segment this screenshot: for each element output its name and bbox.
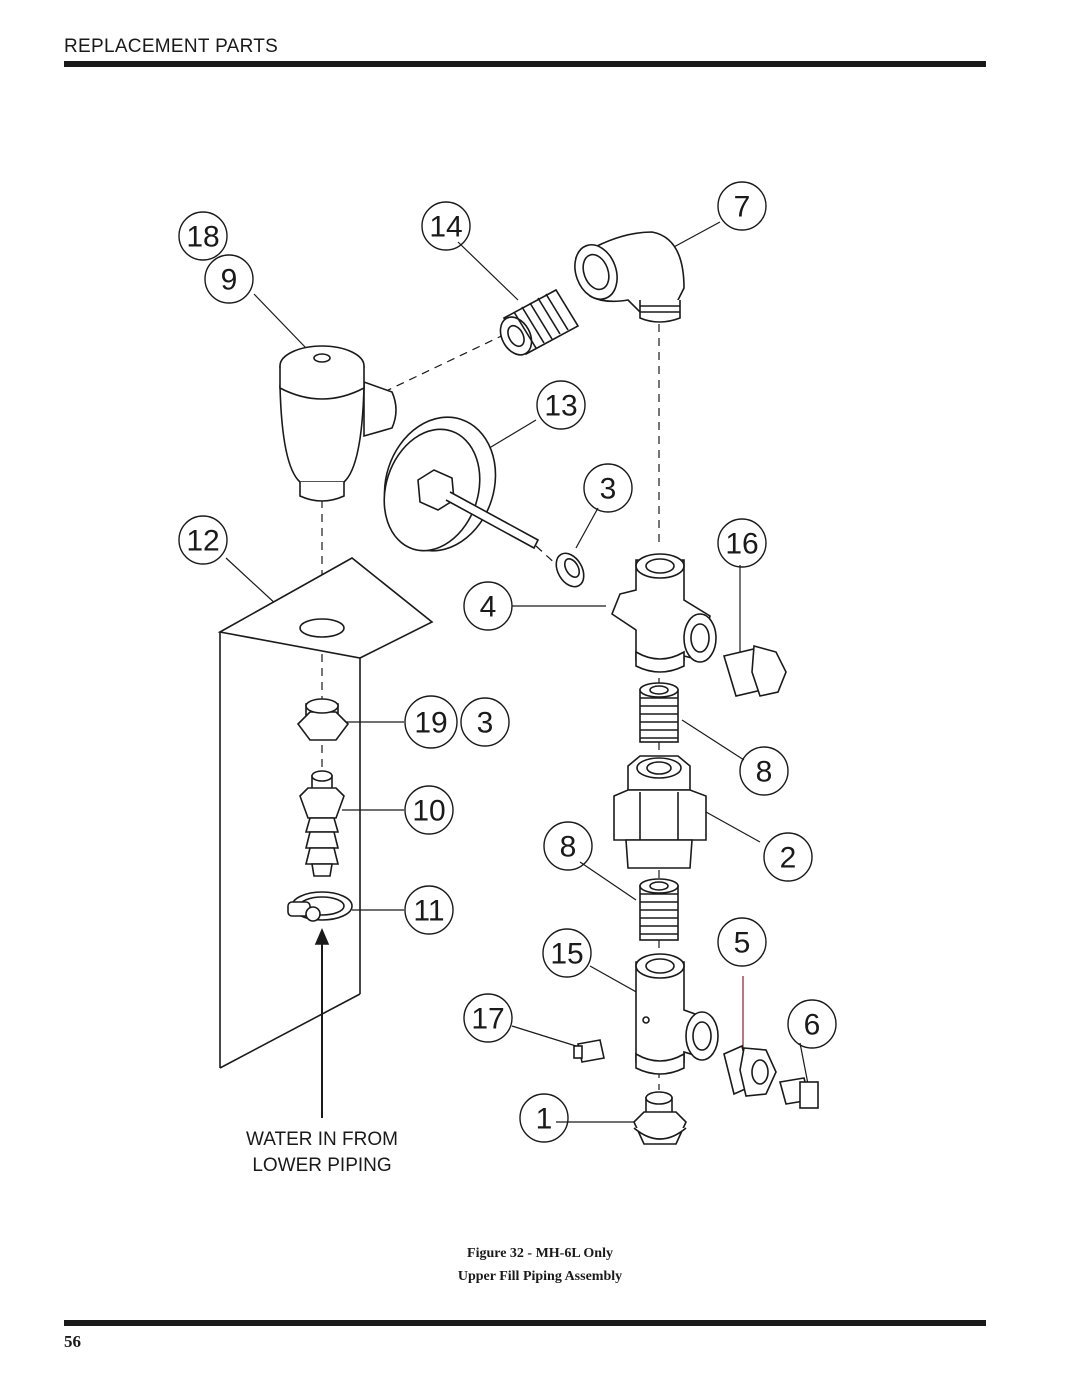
figure-caption-line2: Upper Fill Piping Assembly: [457, 1269, 623, 1284]
elbow-7: [574, 231, 685, 323]
callout-17: 17: [471, 1003, 504, 1036]
section-title: REPLACEMENT PARTS: [64, 36, 279, 57]
nipple-8-upper: [639, 682, 679, 743]
tee-15: [635, 953, 719, 1075]
water-label: WATER IN FROM LOWER PIPING: [246, 1129, 398, 1176]
callout-9: 9: [221, 264, 238, 297]
water-label-line1: WATER IN FROM: [246, 1129, 398, 1150]
escutcheon-13: [383, 416, 540, 552]
nipple-8-lower: [639, 878, 679, 941]
plug-16: [722, 644, 787, 697]
barb-fitting-10: [299, 770, 345, 877]
hex-fitting-19: [296, 698, 350, 741]
callout-18: 18: [186, 221, 219, 254]
water-arrow: [314, 927, 330, 1118]
callout-7: 7: [734, 191, 751, 224]
leader-lines: [225, 221, 809, 1123]
callout-5: 5: [734, 927, 751, 960]
page-number: 56: [64, 1332, 81, 1351]
callout-13: 13: [544, 390, 577, 423]
callout-8: 8: [756, 756, 773, 789]
plug-6: [778, 1077, 819, 1109]
callout-19: 19: [414, 707, 447, 740]
callout-6: 6: [804, 1009, 821, 1042]
callout-10: 10: [412, 795, 445, 828]
hose-clamp-11: [287, 891, 353, 922]
bushing-3: [555, 552, 585, 588]
callout-1: 1: [536, 1103, 553, 1136]
screw-17: [573, 1039, 605, 1063]
bracket-plate: [217, 557, 434, 1069]
nipple-14: [499, 288, 580, 356]
union-2: [613, 755, 707, 869]
callout-3b: 3: [477, 707, 494, 740]
callout-8b: 8: [560, 831, 577, 864]
callout-12: 12: [186, 525, 219, 558]
header-rule: [64, 61, 986, 67]
callout-2: 2: [780, 842, 797, 875]
valve-body: [279, 345, 397, 502]
callout-15: 15: [550, 938, 583, 971]
callout-14: 14: [429, 211, 462, 244]
callout-circles: [178, 181, 837, 1143]
callout-11: 11: [413, 895, 444, 928]
tee-4: [611, 553, 717, 673]
water-label-line2: LOWER PIPING: [252, 1155, 391, 1176]
callout-labels: 18 14 7 9 13 3 12 16 4 19 3 8 10 8 2 11 …: [186, 191, 820, 1136]
footer-rule: [64, 1320, 986, 1326]
hex-bushing-5: [723, 1044, 777, 1097]
adapter-1: [633, 1091, 687, 1145]
figure-caption-line1: Figure 32 - MH-6L Only: [467, 1246, 613, 1261]
callout-16: 16: [725, 528, 758, 561]
callout-3: 3: [600, 473, 617, 506]
callout-4: 4: [480, 591, 497, 624]
